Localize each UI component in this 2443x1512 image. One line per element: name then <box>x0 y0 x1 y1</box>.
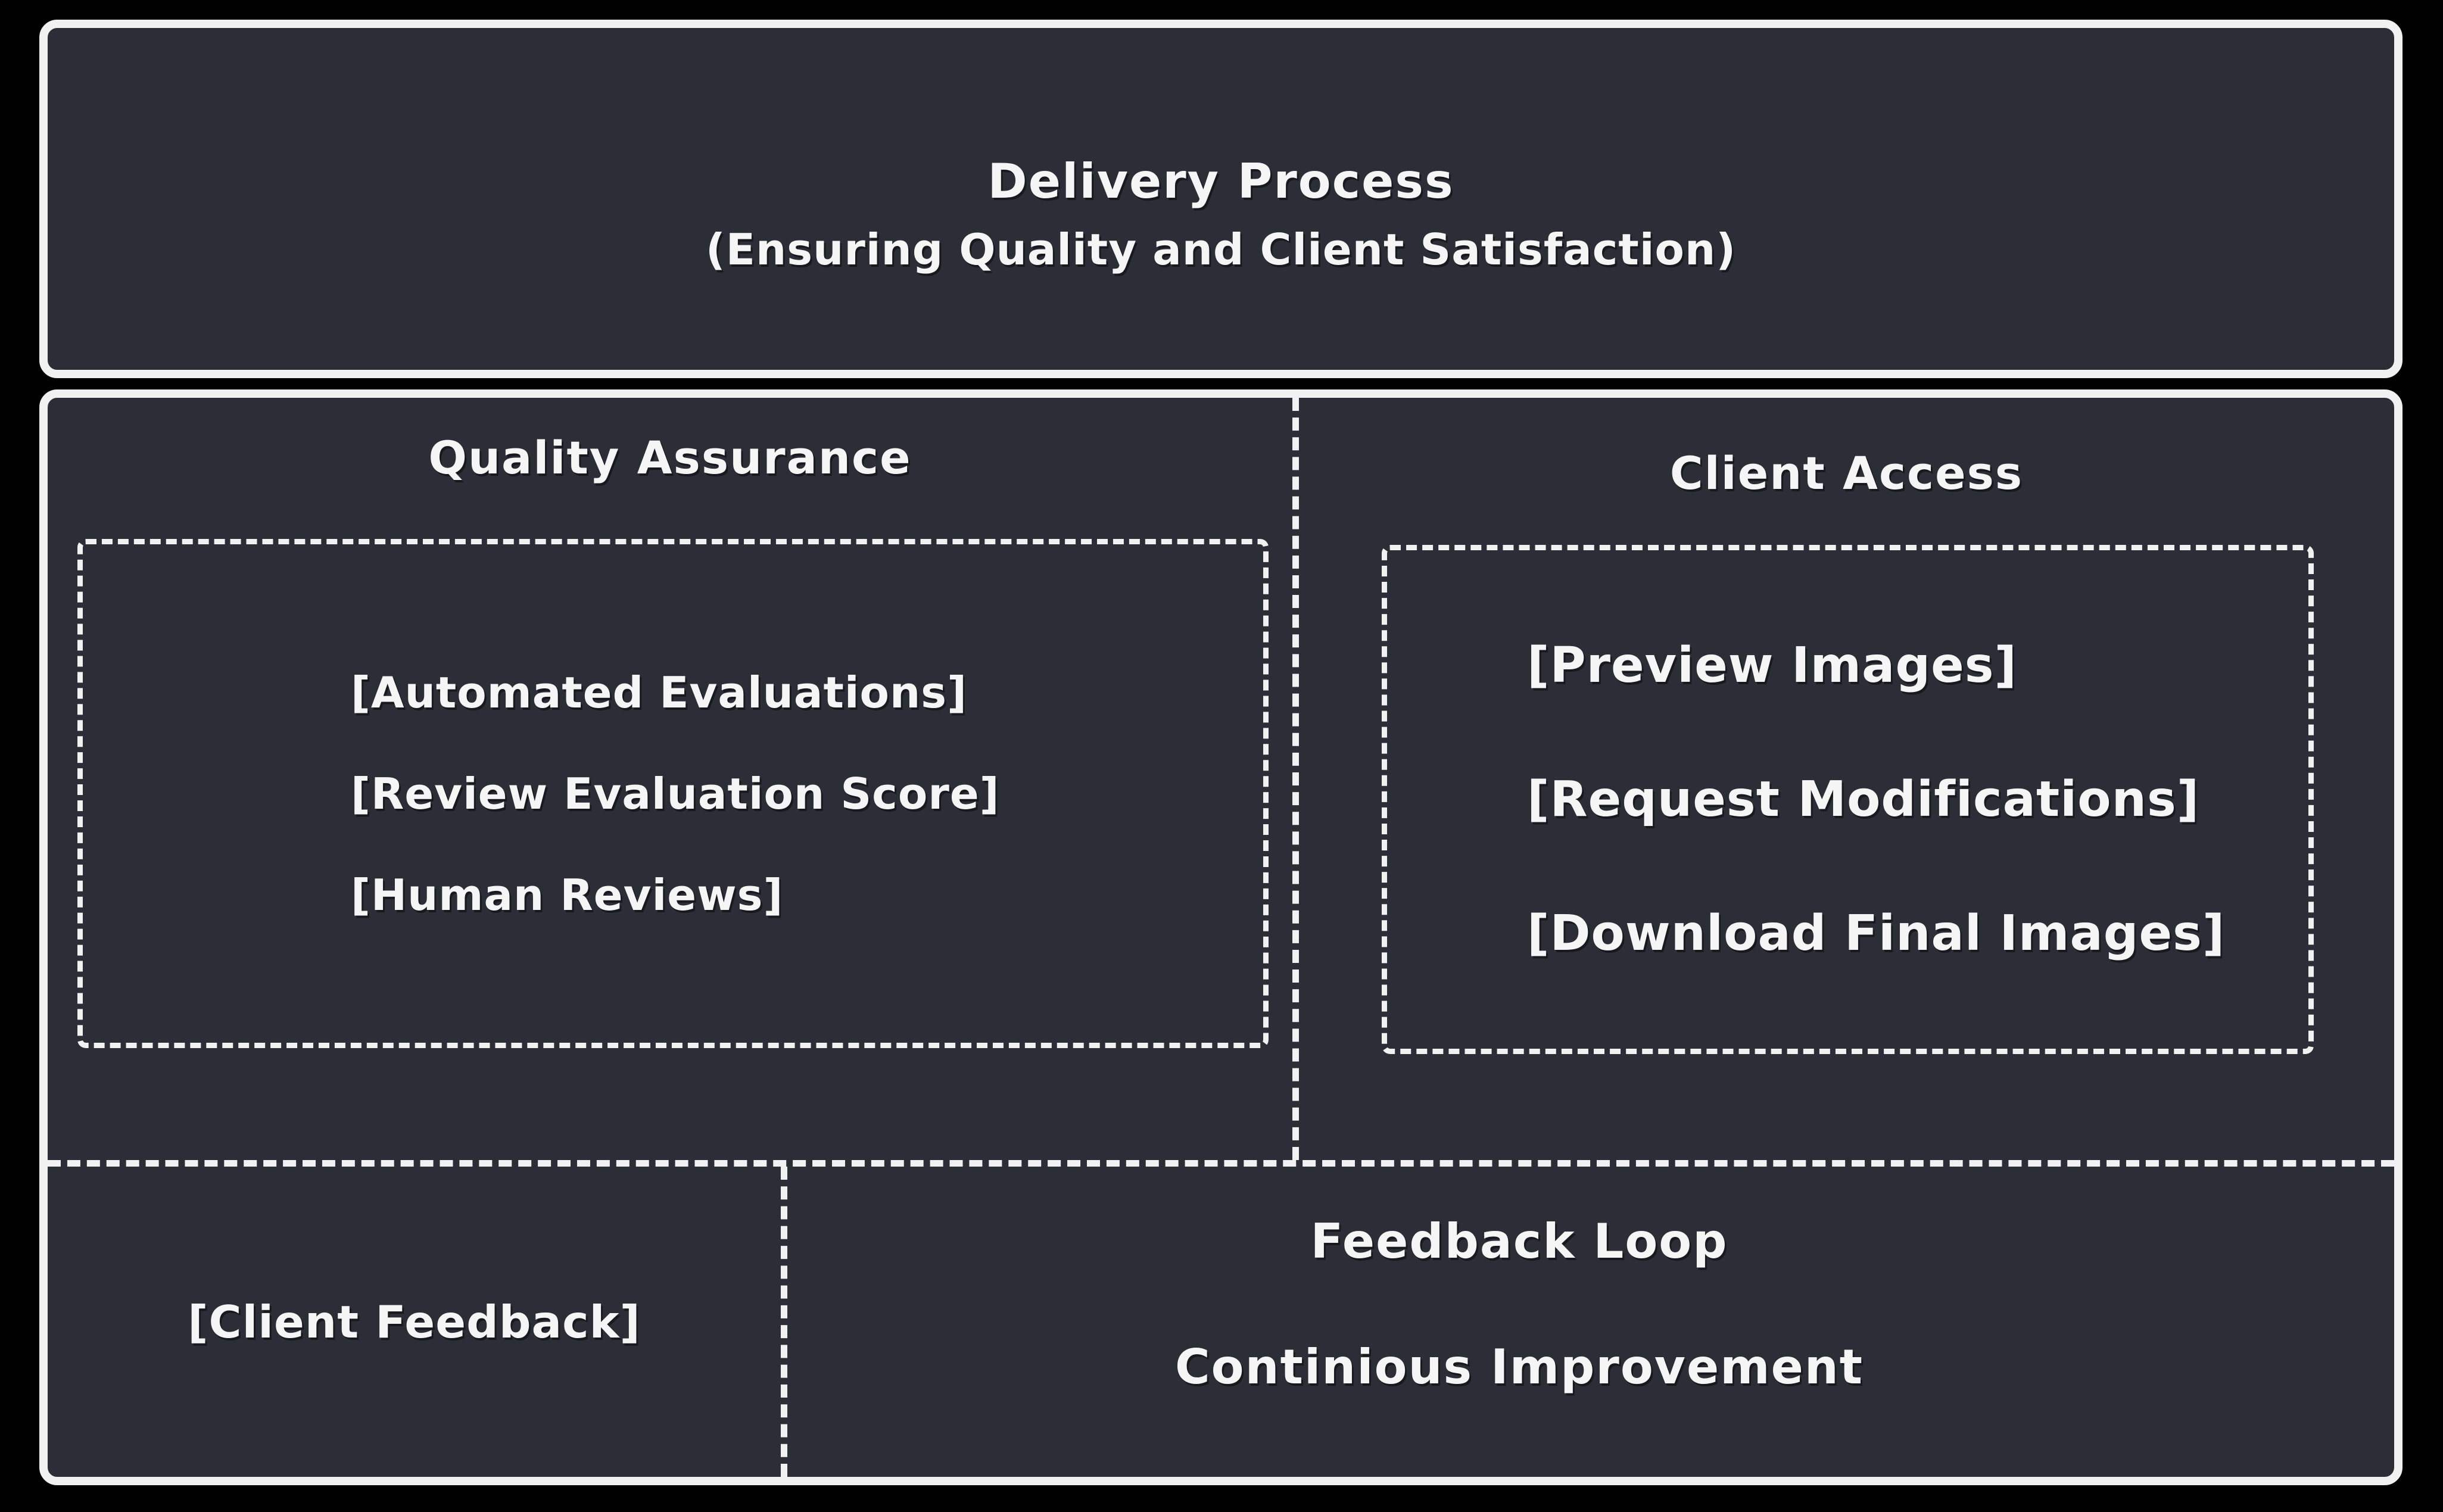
divider-horizontal-feedback <box>48 1160 2394 1167</box>
quality-assurance-item-automated-evaluations: [Automated Evaluations] <box>351 667 968 718</box>
diagram-subtitle: (Ensuring Quality and Client Satisfactio… <box>705 224 1737 275</box>
divider-vertical-feedback <box>781 1167 787 1477</box>
client-access-heading: Client Access <box>1669 447 2024 500</box>
client-access-dashed-box: [Preview Images] [Request Modifications]… <box>1382 545 2314 1054</box>
quality-assurance-item-human-reviews: [Human Reviews] <box>351 869 784 920</box>
process-body-box: Quality Assurance [Automated Evaluations… <box>39 389 2403 1485</box>
quality-assurance-item-review-evaluation-score: [Review Evaluation Score] <box>351 768 1000 819</box>
feedback-loop-title: Feedback Loop <box>1310 1213 1728 1269</box>
delivery-process-title-box: Delivery Process (Ensuring Quality and C… <box>39 20 2403 378</box>
client-access-item-download-final-images: [Download Final Images] <box>1527 905 2226 962</box>
divider-vertical-columns <box>1292 398 1299 1160</box>
client-feedback-label: [Client Feedback] <box>188 1295 641 1348</box>
feedback-loop-subtitle: Continious Improvement <box>1174 1339 1864 1395</box>
feedback-loop-cell: Feedback Loop Continious Improvement <box>787 1167 2394 1477</box>
client-access-item-preview-images: [Preview Images] <box>1527 637 2017 694</box>
quality-assurance-dashed-box: [Automated Evaluations] [Review Evaluati… <box>77 539 1269 1048</box>
client-feedback-cell: [Client Feedback] <box>48 1167 781 1477</box>
client-access-item-request-modifications: [Request Modifications] <box>1527 771 2200 828</box>
diagram-title: Delivery Process <box>987 153 1454 209</box>
quality-assurance-heading: Quality Assurance <box>428 431 912 484</box>
